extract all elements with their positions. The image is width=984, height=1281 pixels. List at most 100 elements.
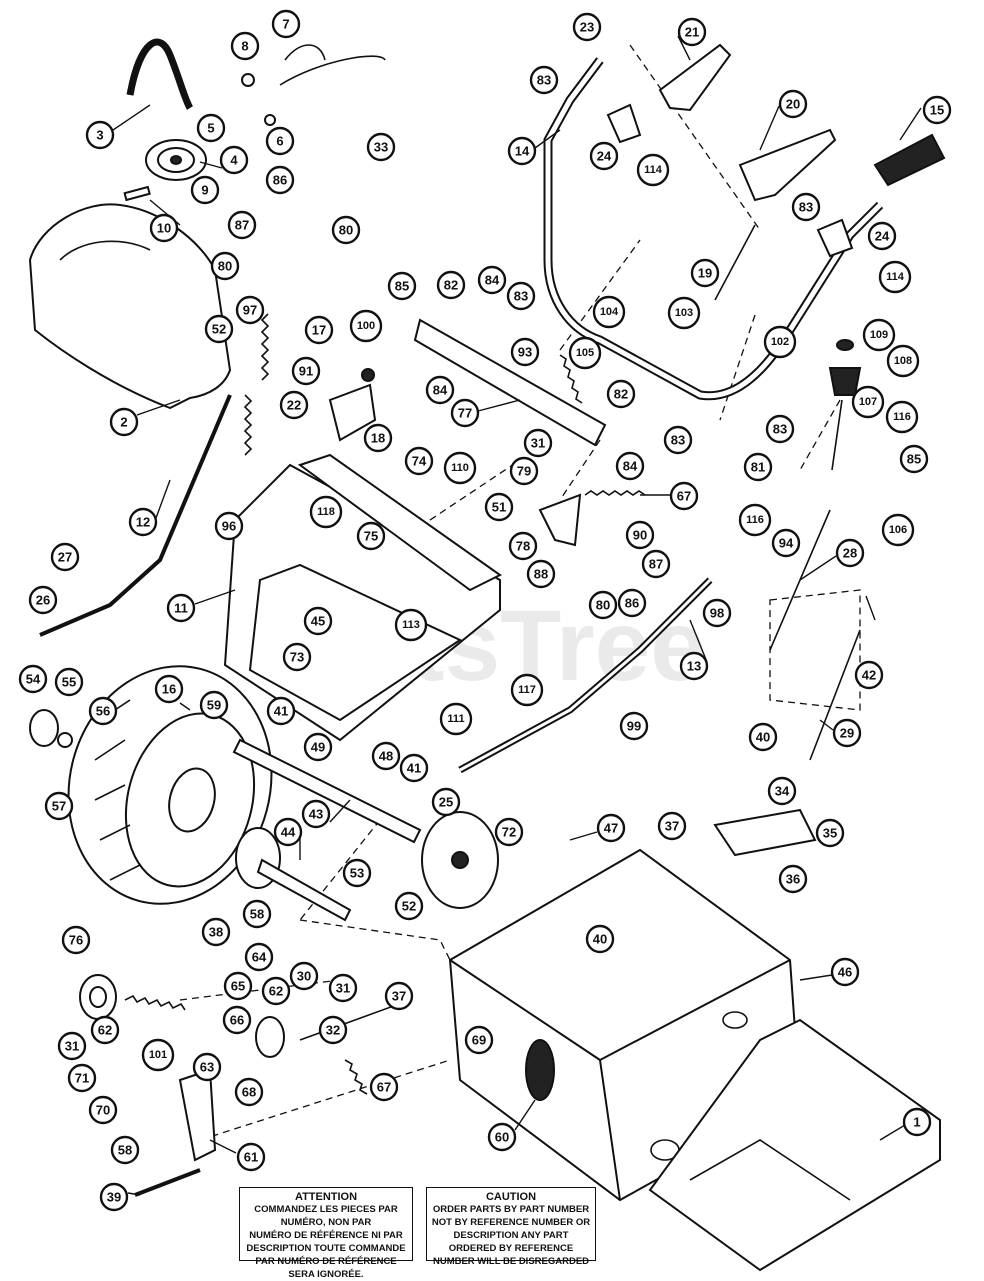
callout-number: 13 — [687, 659, 701, 674]
callout-number: 14 — [515, 144, 530, 159]
callout-number: 6 — [276, 134, 283, 149]
callout-circle — [592, 295, 626, 329]
callout-circle — [309, 495, 343, 529]
callout-circle — [830, 957, 860, 987]
callout-number: 18 — [371, 431, 385, 446]
callout-number: 117 — [518, 684, 536, 696]
callout-11: 11 — [166, 593, 196, 623]
callout-number: 36 — [786, 872, 800, 887]
callout-110: 110 — [443, 451, 477, 485]
callout-number: 47 — [604, 821, 618, 836]
callout-number: 90 — [633, 528, 647, 543]
callout-number: 44 — [281, 825, 296, 840]
callout-circle — [271, 9, 301, 39]
callout-number: 28 — [843, 546, 857, 561]
callout-circle — [85, 120, 115, 150]
callout-16: 16 — [154, 674, 184, 704]
callout-number: 93 — [518, 345, 532, 360]
callout-27: 27 — [50, 542, 80, 572]
callout-number: 66 — [230, 1013, 244, 1028]
callout-56: 56 — [88, 696, 118, 726]
callout-circle — [110, 1135, 140, 1165]
callout-number: 109 — [870, 329, 888, 341]
callout-84: 84 — [425, 375, 455, 405]
callout-94: 94 — [771, 528, 801, 558]
attention-notice: ATTENTION COMMANDEZ LES PIECES PAR NUMÉR… — [239, 1187, 413, 1280]
callout-circle — [657, 811, 687, 841]
callout-number: 118 — [317, 506, 335, 518]
callout-circle — [738, 503, 772, 537]
callout-circle — [328, 973, 358, 1003]
callout-number: 59 — [207, 698, 221, 713]
callout-46: 46 — [830, 957, 860, 987]
callout-circle — [431, 787, 461, 817]
callout-44: 44 — [273, 817, 303, 847]
callout-107: 107 — [851, 385, 885, 419]
callout-81: 81 — [743, 452, 773, 482]
callout-circle — [261, 976, 291, 1006]
callout-circle — [394, 608, 428, 642]
callout-58: 58 — [110, 1135, 140, 1165]
callout-21: 21 — [677, 17, 707, 47]
callout-40: 40 — [585, 924, 615, 954]
callout-29: 29 — [832, 718, 862, 748]
callout-52: 52 — [394, 891, 424, 921]
callout-number: 39 — [107, 1190, 121, 1205]
callout-31: 31 — [57, 1031, 87, 1061]
callout-105: 105 — [568, 336, 602, 370]
callout-circle — [778, 89, 808, 119]
callout-number: 24 — [597, 149, 612, 164]
callout-circle — [615, 451, 645, 481]
callout-82: 82 — [606, 379, 636, 409]
callout-66: 66 — [222, 1005, 252, 1035]
callout-37: 37 — [657, 811, 687, 841]
callout-55: 55 — [54, 667, 84, 697]
attention-body-line: NUMÉRO DE RÉFÉRENCE NI PAR — [249, 1230, 403, 1241]
callout-96: 96 — [214, 511, 244, 541]
caution-body-line: ORDER PARTS BY PART NUMBER — [432, 1204, 590, 1215]
callout-48: 48 — [371, 741, 401, 771]
callout-number: 20 — [786, 97, 800, 112]
callout-circle — [641, 549, 671, 579]
callout-circle — [204, 314, 234, 344]
caution-body-line: ORDERED BY REFERENCE — [448, 1243, 574, 1254]
callout-circle — [369, 1072, 399, 1102]
callout-number: 52 — [212, 322, 226, 337]
callout-76: 76 — [61, 925, 91, 955]
callout-number: 21 — [685, 25, 699, 40]
callout-circle — [487, 1122, 517, 1152]
callout-number: 87 — [235, 218, 249, 233]
callout-100: 100 — [349, 309, 383, 343]
callout-number: 103 — [675, 307, 693, 319]
callout-circle — [815, 818, 845, 848]
callout-number: 80 — [339, 223, 353, 238]
callout-number: 10 — [157, 221, 171, 236]
callout-38: 38 — [201, 917, 231, 947]
attention-body-line: NUMÉRO, NON PAR — [280, 1217, 372, 1228]
callout-number: 40 — [593, 932, 607, 947]
caution-notice: CAUTION ORDER PARTS BY PART NUMBER NOT B… — [426, 1187, 596, 1267]
callout-number: 84 — [433, 383, 448, 398]
caution-title: CAUTION — [485, 1191, 537, 1203]
callout-33: 33 — [366, 132, 396, 162]
callout-number: 111 — [447, 713, 464, 725]
callout-number: 48 — [379, 749, 393, 764]
callout-circle — [878, 260, 912, 294]
callout-number: 64 — [252, 950, 267, 965]
callout-circle — [222, 1005, 252, 1035]
callout-circle — [464, 1025, 494, 1055]
callout-circle — [404, 446, 434, 476]
callout-117: 117 — [510, 673, 544, 707]
callout-36: 36 — [778, 864, 808, 894]
callout-circle — [356, 521, 386, 551]
callout-number: 38 — [209, 925, 223, 940]
callout-number: 52 — [402, 899, 416, 914]
callout-83: 83 — [663, 425, 693, 455]
callout-circle — [529, 65, 559, 95]
callout-30: 30 — [289, 961, 319, 991]
callout-number: 62 — [269, 984, 283, 999]
callout-circle — [394, 891, 424, 921]
callout-circle — [236, 1142, 266, 1172]
callout-number: 37 — [392, 989, 406, 1004]
callout-51: 51 — [484, 492, 514, 522]
